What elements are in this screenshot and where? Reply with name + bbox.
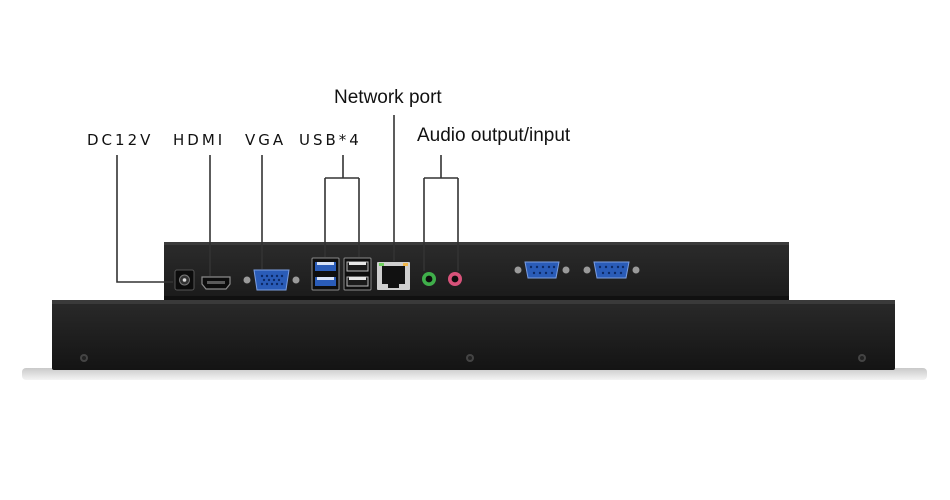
chassis-top-edge — [52, 300, 895, 304]
serial-port-icon — [583, 261, 640, 279]
label-hdmi: HDMI — [173, 131, 226, 149]
vga-port-icon — [243, 269, 300, 291]
audio-jack-icon — [422, 272, 436, 286]
chassis-body — [52, 300, 895, 370]
screw-icon — [466, 354, 474, 362]
dc-jack-icon — [174, 269, 195, 291]
usb-port-icon — [343, 257, 372, 291]
leader-line-dc — [116, 155, 173, 283]
label-dc12v: DC12V — [87, 131, 154, 149]
screw-icon — [80, 354, 88, 362]
leader-line-audio — [423, 155, 459, 271]
serial-port-icon — [514, 261, 570, 279]
label-vga: VGA — [245, 131, 287, 149]
ethernet-port-icon — [377, 262, 410, 290]
audio-jack-icon — [448, 272, 462, 286]
label-network-port: Network port — [334, 87, 442, 108]
label-usb: USB*4 — [299, 131, 362, 149]
label-audio: Audio output/input — [417, 125, 571, 146]
usb-port-icon — [311, 257, 340, 291]
leader-line-usb — [324, 155, 360, 257]
hdmi-port-icon — [201, 276, 231, 290]
screw-icon — [858, 354, 866, 362]
floor-shadow — [22, 368, 927, 380]
